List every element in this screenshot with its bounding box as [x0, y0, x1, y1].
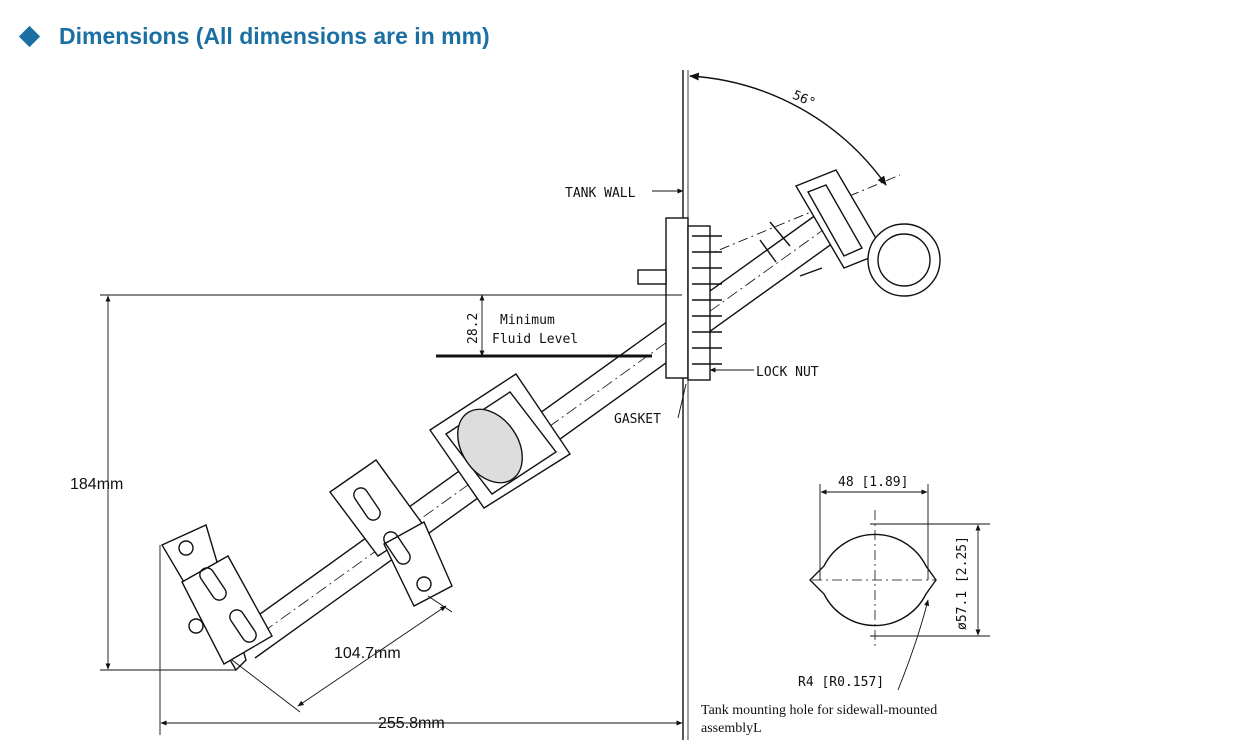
gasket-label: GASKET: [614, 412, 661, 427]
min-fluid-label-1: Minimum: [500, 313, 555, 328]
hole-caption-line-2: assemblyL: [701, 721, 762, 736]
hole-caption-line-1: Tank mounting hole for sidewall-mounted: [701, 703, 937, 718]
hole-diameter-label: ø57.1 [2.25]: [955, 536, 970, 630]
lower-bracket: [161, 524, 273, 672]
mounting-hole-detail: [809, 484, 990, 691]
lock-nut-label: LOCK NUT: [756, 365, 819, 380]
section-title: Dimensions (All dimensions are in mm): [59, 22, 490, 49]
angle-arc: [689, 72, 887, 186]
min-fluid-value: 28.2: [466, 313, 481, 344]
mounting-flange: [637, 217, 722, 381]
float: [429, 373, 571, 509]
sensor-head: [759, 169, 941, 297]
min-fluid-label-2: Fluid Level: [492, 332, 578, 347]
total-length-label: 255.8mm: [378, 715, 445, 732]
middle-bracket: [329, 459, 453, 607]
arm-length-label: 104.7mm: [334, 645, 401, 662]
section-header: Dimensions (All dimensions are in mm): [18, 18, 490, 54]
height-label: 184mm: [70, 476, 123, 493]
angle-label: 56°: [790, 88, 818, 111]
hole-width-label: 48 [1.89]: [838, 475, 908, 490]
tank-wall-label: TANK WALL: [565, 186, 636, 201]
hole-radius-label: R4 [R0.157]: [798, 675, 884, 690]
